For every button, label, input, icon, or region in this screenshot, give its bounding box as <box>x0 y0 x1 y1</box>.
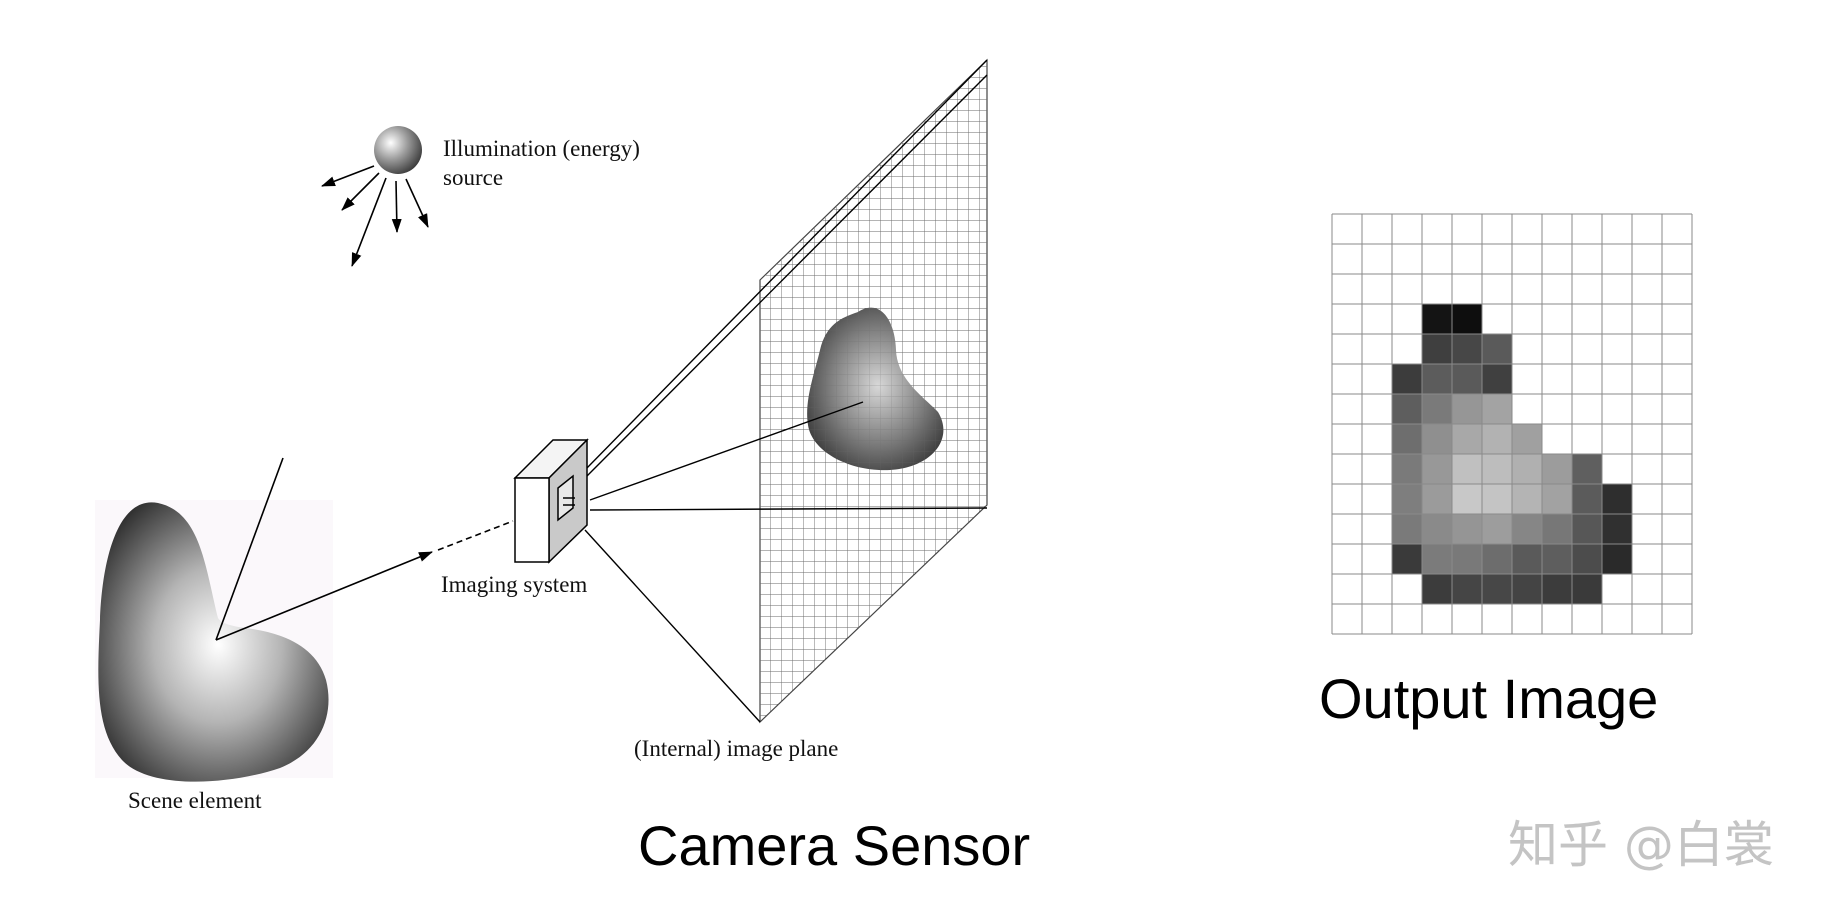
pixel-cell <box>1422 424 1452 454</box>
output-image: Output Image <box>1319 213 1693 730</box>
pixel-cell <box>1542 514 1572 544</box>
pixel-cell <box>1422 394 1452 424</box>
pixel-cell <box>1452 544 1482 574</box>
pixel-cell <box>1512 514 1542 544</box>
pixel-cell <box>1392 424 1422 454</box>
pixel-cell <box>1482 484 1512 514</box>
image-plane: (Internal) image plane <box>634 58 988 761</box>
pixel-cell <box>1542 484 1572 514</box>
pixel-cell <box>1482 394 1512 424</box>
pixel-cell <box>1482 514 1512 544</box>
pixel-cell <box>1542 544 1572 574</box>
image-plane-label: (Internal) image plane <box>634 736 838 761</box>
pixel-cell <box>1392 544 1422 574</box>
pixel-cell <box>1572 544 1602 574</box>
projection-lines <box>584 59 988 723</box>
pixel-cell <box>1452 574 1482 604</box>
pixel-cell <box>1512 484 1542 514</box>
illumination-label-2: source <box>443 165 503 190</box>
pixel-cell <box>1602 544 1632 574</box>
pixel-cell <box>1422 454 1452 484</box>
pixel-cell <box>1452 304 1482 334</box>
pixel-cell <box>1392 514 1422 544</box>
pixel-cell <box>1422 364 1452 394</box>
pixel-cell <box>1482 574 1512 604</box>
pixel-cell <box>1542 574 1572 604</box>
pixel-cell <box>1422 484 1452 514</box>
pixel-cell <box>1482 544 1512 574</box>
pixel-cell <box>1482 454 1512 484</box>
illumination-source: Illumination (energy) source <box>321 126 640 267</box>
pixel-cell <box>1512 544 1542 574</box>
pixel-cell <box>1452 454 1482 484</box>
light-source-icon <box>374 126 422 174</box>
pixel-cell <box>1542 454 1572 484</box>
pixel-cell <box>1392 484 1422 514</box>
pixel-cell <box>1482 424 1512 454</box>
pixel-cell <box>1452 514 1482 544</box>
pixel-cell <box>1392 394 1422 424</box>
pixel-cell <box>1482 334 1512 364</box>
pixel-cell <box>1482 364 1512 394</box>
pixel-cell <box>1512 424 1542 454</box>
output-image-label: Output Image <box>1319 667 1658 730</box>
pixel-cell <box>1572 454 1602 484</box>
scene-element-label: Scene element <box>128 788 262 813</box>
pixel-cell <box>1572 484 1602 514</box>
pixel-cell <box>1572 574 1602 604</box>
pixel-cell <box>1452 364 1482 394</box>
light-rays <box>321 165 429 267</box>
pixel-cell <box>1422 304 1452 334</box>
pixel-cell <box>1602 514 1632 544</box>
pixel-cell <box>1452 484 1482 514</box>
scene-element: Scene element <box>95 457 514 813</box>
imaging-system-label: Imaging system <box>441 572 587 597</box>
pixel-cell <box>1602 484 1632 514</box>
pixel-cell <box>1422 334 1452 364</box>
pixel-cell <box>1512 454 1542 484</box>
pixel-cell <box>1572 514 1602 544</box>
pixel-cell <box>1452 394 1482 424</box>
output-pixel-grid <box>1331 213 1693 635</box>
pixel-cell <box>1422 514 1452 544</box>
camera-box-icon <box>513 438 589 564</box>
pixel-cell <box>1422 574 1452 604</box>
pixel-cell <box>1392 454 1422 484</box>
illumination-label-1: Illumination (energy) <box>443 136 640 161</box>
imaging-system: Imaging system <box>441 438 589 597</box>
pixel-cell <box>1452 334 1482 364</box>
watermark: 知乎 @白裳 <box>1508 816 1774 874</box>
pixel-cell <box>1392 364 1422 394</box>
pixel-cell <box>1452 424 1482 454</box>
pixel-cell <box>1512 574 1542 604</box>
camera-sensor-label: Camera Sensor <box>638 814 1030 877</box>
pixel-cell <box>1422 544 1452 574</box>
